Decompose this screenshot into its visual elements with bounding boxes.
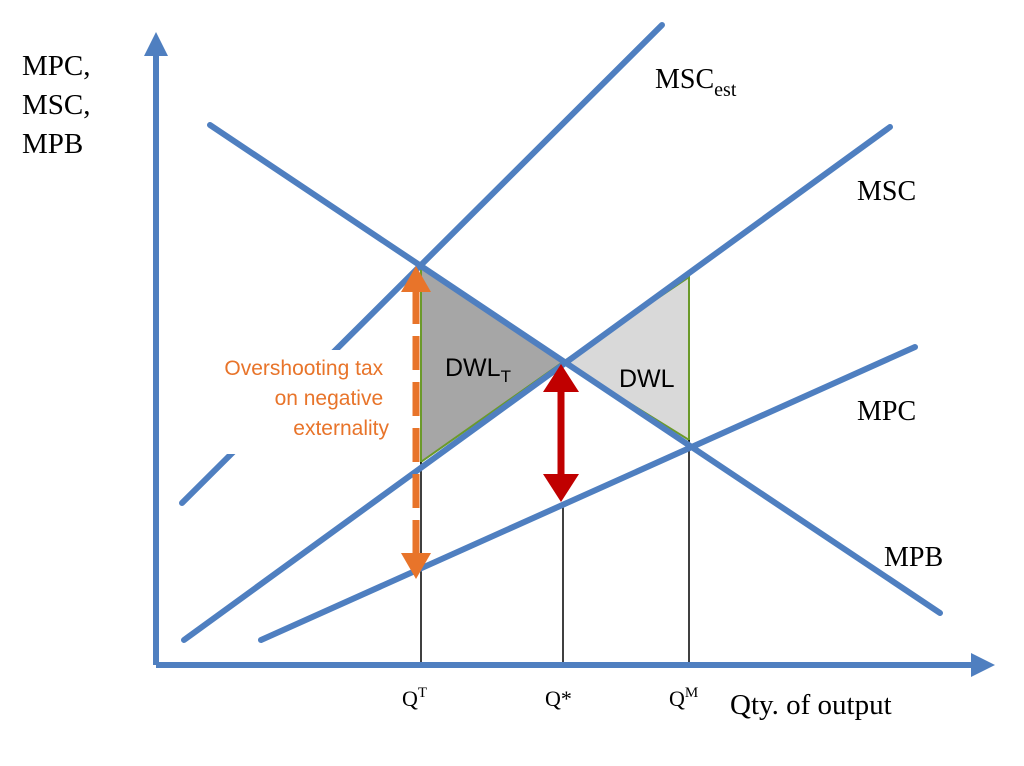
tax-arrow-head-down <box>401 553 431 579</box>
tax-annotation-line-2: on negative <box>275 387 384 410</box>
msc-label: MSC <box>857 176 916 207</box>
y-axis-label-line-1: MPC, <box>22 50 91 82</box>
y-axis-label-line-3: MPB <box>22 128 83 160</box>
q-t-tick-label: QT <box>402 685 427 711</box>
q-m-tick-label: QM <box>669 685 698 711</box>
msc-curve <box>181 124 893 643</box>
tax-annotation-background <box>188 350 413 454</box>
dwl-label: DWL <box>619 365 675 393</box>
correct-tax-arrow-head-down <box>543 474 579 502</box>
tax-annotation-line-3: externality <box>293 417 389 440</box>
dwl-t-label: DWLT <box>445 354 511 386</box>
x-axis-label: Qty. of output <box>730 689 892 721</box>
mpc-curve <box>258 344 918 643</box>
y-axis-label: MPC, MSC, MPB <box>22 50 98 160</box>
tax-annotation: Overshooting tax on negative externality <box>224 357 389 440</box>
msc-est-label: MSCest <box>655 64 737 101</box>
q-star-tick-label: Q* <box>545 686 572 711</box>
dwl-area <box>561 275 690 442</box>
correct-tax-arrow-head-up <box>543 364 579 392</box>
mpb-curve <box>207 122 943 616</box>
y-axis-label-line-2: MSC, <box>22 89 91 121</box>
tax-arrow-head-up <box>401 266 431 292</box>
mpc-label: MPC <box>857 396 916 427</box>
tax-annotation-line-1: Overshooting tax <box>224 357 383 380</box>
mpb-label: MPB <box>884 542 943 573</box>
